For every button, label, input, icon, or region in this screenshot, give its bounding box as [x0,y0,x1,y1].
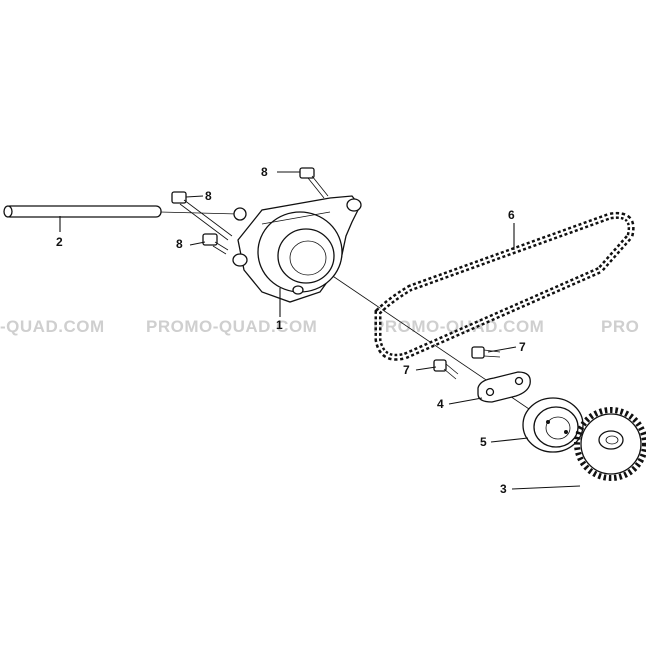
bolt-head [299,167,315,179]
rotor-face [533,406,579,448]
bolt-8-top [299,167,329,199]
bolt-thread [443,363,459,380]
leader-7a [487,346,517,353]
leader-4 [448,397,483,405]
housing-inner-bore [289,240,327,276]
callout-labels: 2 1 8 8 8 6 7 7 4 5 3 [56,165,526,496]
plate-hole-left [485,387,495,397]
shaft-end [3,205,13,218]
rotor-inner [545,416,571,440]
housing-bore [277,228,335,284]
watermark-text-3: PROMO-QUAD.COM [373,317,544,336]
callout-8-mid: 8 [205,189,212,203]
callout-5: 5 [480,435,487,449]
callout-6: 6 [508,208,515,222]
watermark: -QUAD.COM PROMO-QUAD.COM PROMO-QUAD.COM … [0,317,639,336]
shaft [3,205,162,218]
leader-8c [189,241,206,246]
plate-body [477,371,531,403]
sprocket-bore [605,435,619,445]
housing-ear-top [346,198,362,212]
housing-pin [233,207,247,221]
bolt-head [171,191,187,204]
bolt-7-left [433,359,459,380]
retaining-plate [477,371,531,403]
bolt-shank [179,199,233,241]
callout-4: 4 [437,397,444,411]
sprocket-hub [598,430,624,450]
watermark-text-2: PROMO-QUAD.COM [146,317,317,336]
bolt-8-low [202,233,229,255]
pump-housing [232,195,362,303]
leader-5 [490,437,529,443]
leader-7b [415,366,437,371]
callout-8-low: 8 [176,237,183,251]
bolt-head [433,359,447,372]
bolt-head [202,233,218,246]
alignment-axis [311,261,561,431]
housing-edge [261,211,331,225]
housing-ear-left [232,253,248,267]
callout-1: 1 [276,318,283,332]
leader-8b [185,195,204,198]
pump-rotor [522,397,584,453]
rotor-pin-1 [546,420,550,424]
sprocket-teeth [574,407,646,481]
callout-3: 3 [500,482,507,496]
housing-boss [292,285,304,295]
leader-lines [59,171,581,490]
callout-7-right: 7 [519,340,526,354]
bolt-8-mid [171,191,233,241]
chain-links-inner [377,214,632,359]
callout-8-top: 8 [261,165,268,179]
rotor-pin-2 [564,430,568,434]
shaft-axis [159,211,239,215]
leader-3 [511,485,581,490]
watermark-text-4: PRO [601,317,639,336]
bolt-head [471,346,485,359]
bolt-thread [212,241,229,255]
plate-hole-right [514,376,524,386]
watermark-text-1: -QUAD.COM [0,317,105,336]
bolt-7-right [471,346,501,359]
shaft-body [4,205,162,218]
drive-chain [374,211,635,361]
callout-7-left: 7 [403,363,410,377]
callout-2: 2 [56,235,63,249]
bolt-thread [307,175,329,199]
drive-sprocket [574,407,646,481]
